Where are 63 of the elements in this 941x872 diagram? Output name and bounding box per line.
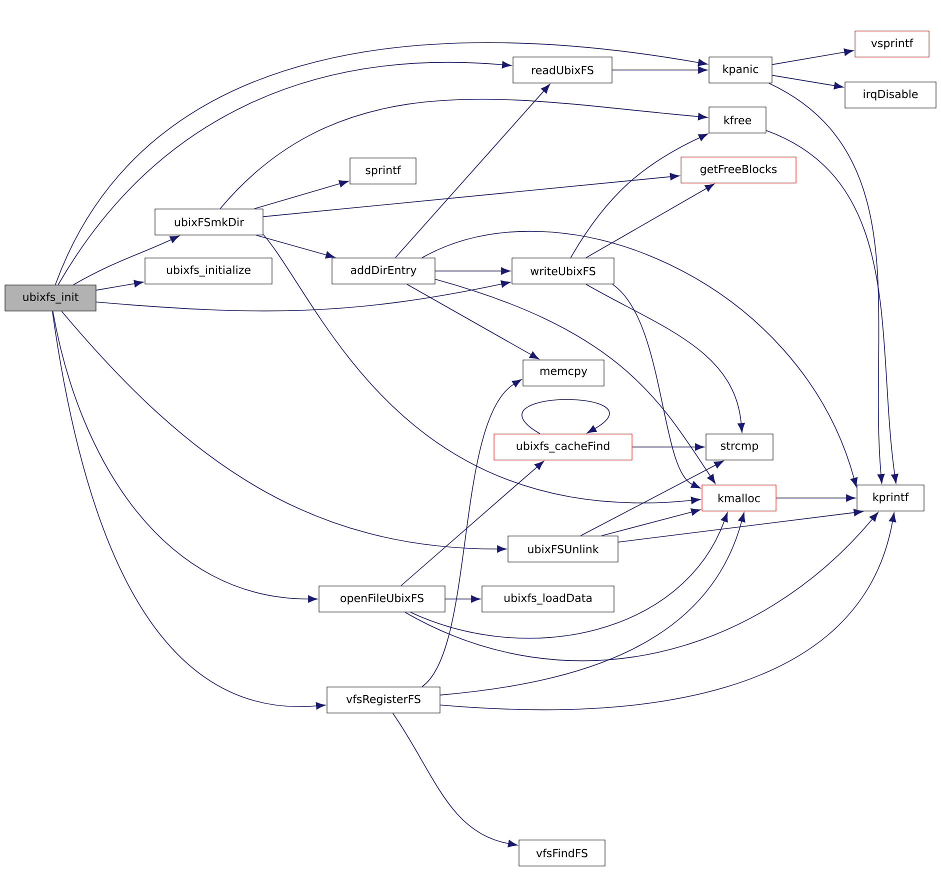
function-box: irqDisable <box>844 82 936 108</box>
function-box: addDirEntry <box>332 258 436 284</box>
arrow <box>254 180 349 210</box>
function-box: ubixfs_loadData <box>482 586 614 612</box>
arrow <box>618 508 864 542</box>
arrow <box>220 98 708 210</box>
function-box: vfsRegisterFS <box>326 686 440 714</box>
function-box: kpanic <box>708 56 772 84</box>
arrow <box>601 508 701 536</box>
function-box: sprintf <box>350 158 416 184</box>
function-box: vsprintf <box>854 30 930 58</box>
arrow <box>73 236 180 286</box>
function-box: ubixFSUnlink <box>508 536 618 562</box>
arrow <box>256 234 336 259</box>
arrow <box>61 310 506 553</box>
arrow <box>96 280 144 291</box>
function-box: ubixfs_initialize <box>144 258 272 284</box>
arrow <box>262 172 680 218</box>
arrow <box>612 66 708 74</box>
arrow <box>434 267 510 275</box>
arrow <box>570 134 708 258</box>
arrow <box>772 48 854 65</box>
arrow <box>394 84 550 258</box>
arrow <box>406 284 540 360</box>
arrow <box>612 284 701 488</box>
function-box: openFileUbixFS <box>318 586 446 612</box>
arrow <box>766 130 898 484</box>
function-box: strcmp <box>706 434 774 460</box>
arrow <box>422 231 858 488</box>
function-box: kprintf <box>856 484 924 512</box>
function-box: memcpy <box>522 360 604 386</box>
arrow <box>586 284 745 432</box>
arrow <box>440 512 746 696</box>
function-box: ubixfs_init <box>4 284 96 312</box>
arrow <box>632 443 704 451</box>
function-box: ubixFSmkDir <box>154 208 264 236</box>
function-box: kfree <box>708 106 766 134</box>
arrow <box>776 494 856 502</box>
arrow <box>580 460 724 536</box>
arrow <box>262 234 700 504</box>
arrow <box>422 379 522 688</box>
arrow <box>52 310 318 603</box>
function-box: writeUbixFS <box>512 258 614 284</box>
arrow <box>410 512 728 639</box>
function-box: ubixfs_cacheFind <box>494 434 632 460</box>
arrow <box>404 512 878 662</box>
function-box: getFreeBlocks <box>680 156 796 184</box>
arrow <box>52 310 326 710</box>
arrow <box>586 184 714 258</box>
function-box: vfsFindFS <box>518 840 606 866</box>
function-box: kmalloc <box>702 484 776 512</box>
arrow <box>400 460 544 586</box>
function-box: readUbixFS <box>512 56 612 84</box>
arrow <box>440 512 896 710</box>
arrow <box>392 712 518 848</box>
arrow <box>54 42 708 286</box>
arrow <box>58 61 512 286</box>
arrow <box>444 595 480 603</box>
arrow <box>434 278 716 484</box>
arrow <box>772 74 844 90</box>
arrow <box>96 280 511 312</box>
arrow <box>522 399 610 434</box>
arrow <box>768 82 885 484</box>
